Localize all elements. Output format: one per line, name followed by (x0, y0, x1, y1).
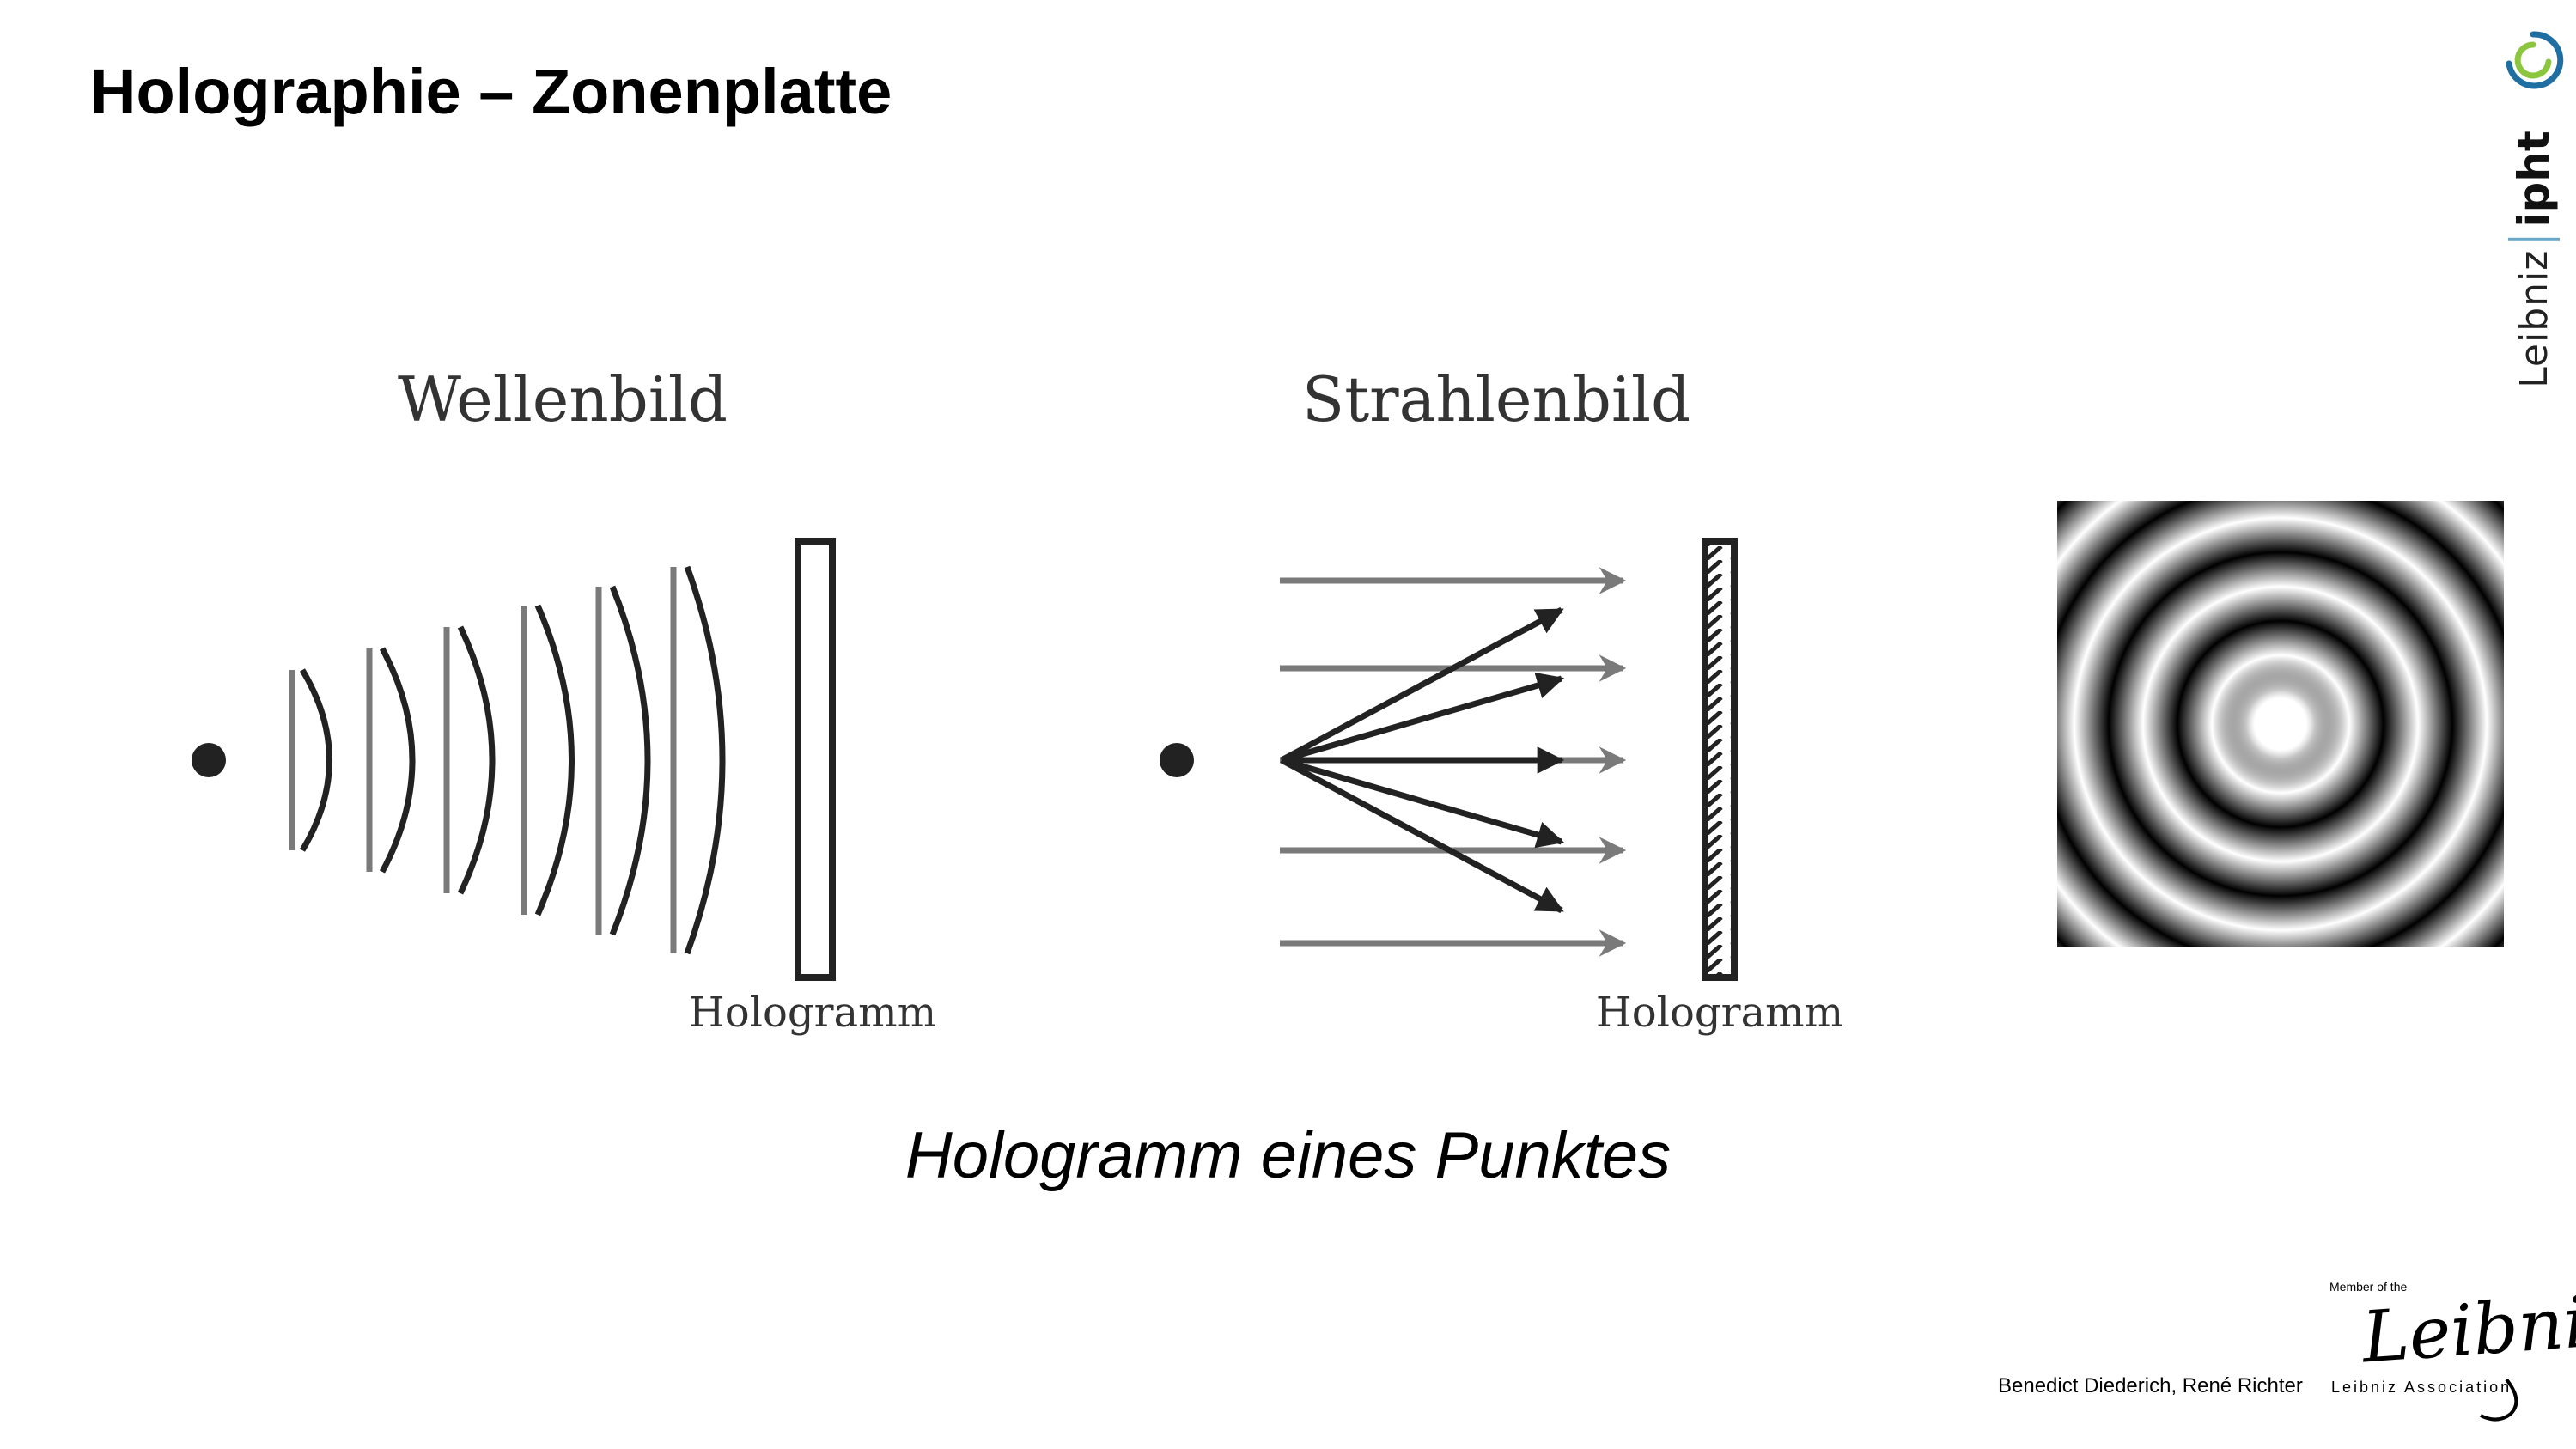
point-source-ray (1160, 743, 1194, 777)
ipht-logo-divider (2508, 237, 2560, 241)
author-credits: Benedict Diederich, René Richter (1998, 1374, 2303, 1397)
signature-flourish-icon (2480, 1379, 2518, 1422)
ray-plate-label: Hologramm (1596, 989, 1843, 1037)
hologram-plate-ray (1702, 538, 1738, 981)
hologram-figure: Wellenbild Hologramm Strahlenbild Hologr… (192, 363, 1843, 1037)
zone-plate-center (2057, 501, 2504, 947)
object-rays (1280, 606, 1565, 914)
ray-panel-title: Strahlenbild (1302, 363, 1690, 435)
wave-panel-title: Wellenbild (398, 363, 728, 435)
leibniz-association-label: Leibniz Association (2331, 1379, 2512, 1396)
hologram-plate-wave (795, 538, 836, 981)
figure-caption: Hologramm eines Punktes (904, 1119, 1672, 1192)
ipht-swirl-icon (2506, 31, 2564, 89)
point-source-wave (192, 743, 226, 777)
wave-plate-label: Hologramm (689, 989, 936, 1037)
slide-title: Holographie – Zonenplatte (90, 56, 892, 127)
ipht-logo: Leibniz ipht (2495, 27, 2573, 388)
ipht-logo-ipht-text: ipht (2509, 131, 2559, 228)
leibniz-association-logo: Member of the Leibniz Leibniz Associatio… (2329, 1278, 2576, 1433)
wavefronts (289, 565, 726, 955)
member-of-text: Member of the (2329, 1280, 2408, 1294)
leibniz-signature: Leibniz (2360, 1279, 2576, 1379)
